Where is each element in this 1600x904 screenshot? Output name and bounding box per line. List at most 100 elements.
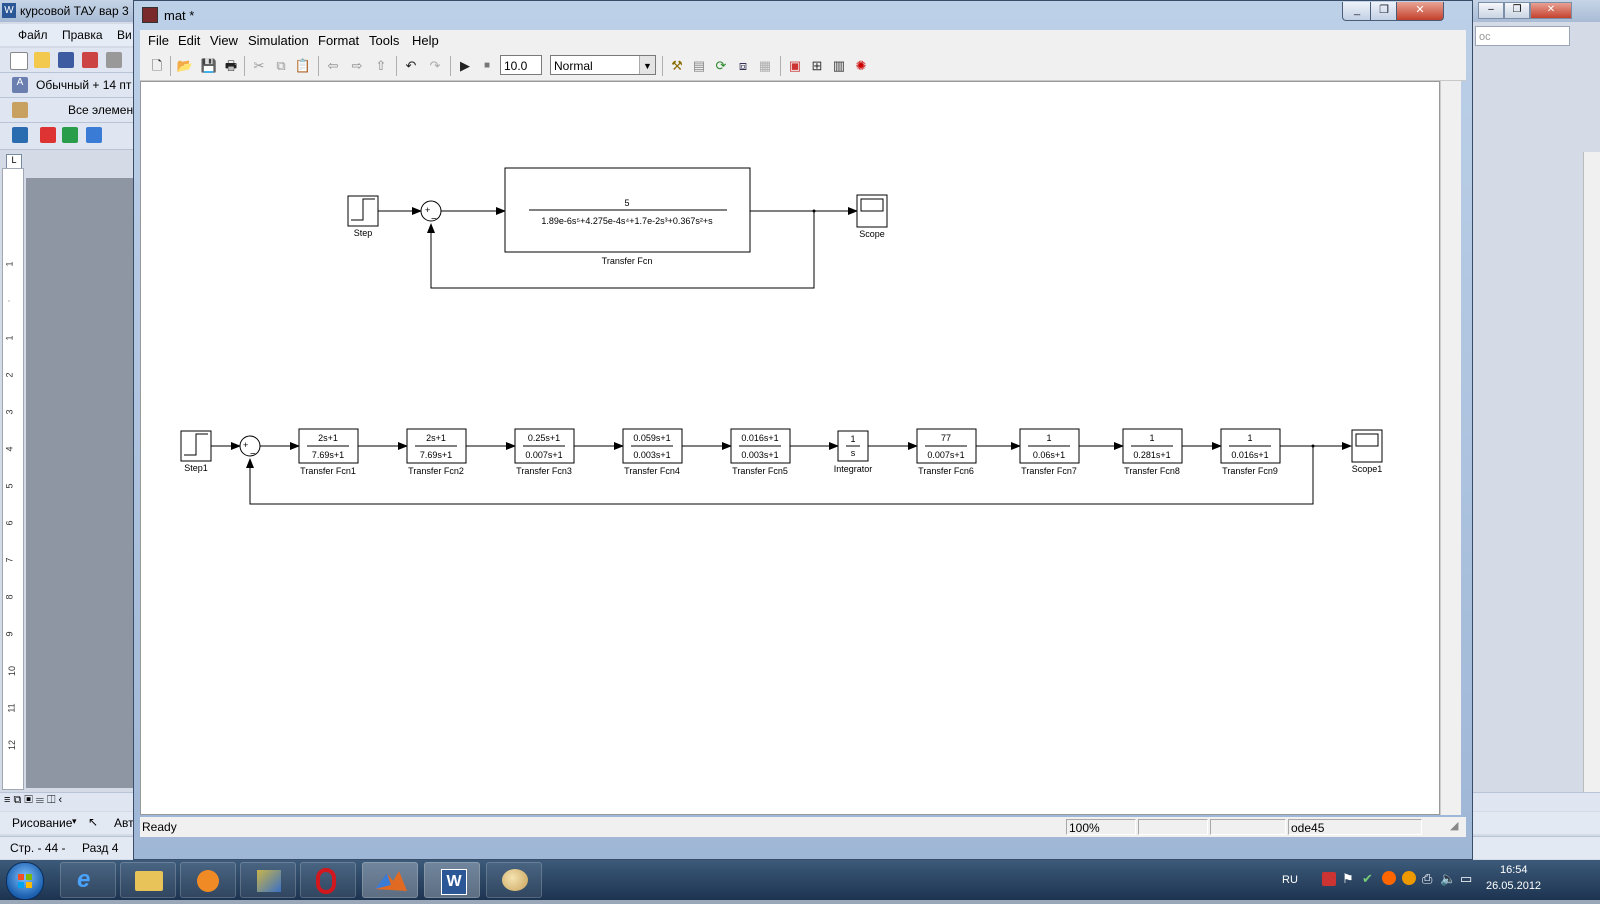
- draw-dropdown-icon[interactable]: ▾: [72, 816, 77, 826]
- start-simulation-icon[interactable]: ▶: [460, 58, 470, 73]
- maximize-button[interactable]: ❐: [1370, 2, 1398, 21]
- network-icon[interactable]: ▭: [1460, 871, 1473, 886]
- sum1-block[interactable]: + −: [239, 435, 261, 460]
- block-diagram[interactable]: Step + − 5 1.89e-6s⁵+4.275e-4s⁴+1.7e-2s³…: [141, 82, 1439, 814]
- flag-icon[interactable]: ⚑: [1342, 871, 1354, 886]
- word-close-button[interactable]: ✕: [1530, 2, 1572, 19]
- close-button[interactable]: ✕: [1396, 2, 1444, 21]
- transfer-fcn9-block[interactable]: 1 0.016s+1 Transfer Fcn9: [1220, 428, 1281, 476]
- transfer-fcn3-block[interactable]: 0.25s+1 0.007s+1 Transfer Fcn3: [514, 428, 575, 476]
- back-icon[interactable]: ⇦: [327, 58, 339, 73]
- transfer-fcn7-block[interactable]: 1 0.06s+1 Transfer Fcn7: [1019, 428, 1080, 476]
- stop-time-input[interactable]: 10.0: [500, 55, 542, 75]
- minimize-button[interactable]: _: [1342, 2, 1372, 21]
- scope-block[interactable]: Scope: [856, 194, 888, 239]
- print-icon[interactable]: [106, 52, 122, 68]
- forward-icon[interactable]: ⇨: [351, 58, 363, 73]
- word-vertical-scrollbar[interactable]: [1583, 152, 1600, 802]
- taskbar-word[interactable]: W: [424, 862, 480, 898]
- draw-menu[interactable]: Рисование: [12, 816, 73, 830]
- taskbar-paint[interactable]: [486, 862, 542, 898]
- language-indicator[interactable]: RU: [1282, 874, 1298, 886]
- menu-tools[interactable]: Tools: [369, 33, 400, 48]
- transfer-fcn8-block[interactable]: 1 0.281s+1 Transfer Fcn8: [1122, 428, 1183, 476]
- view-buttons-icon[interactable]: ≡ ⧉ ▣ ☰ ◫ ‹: [4, 794, 63, 806]
- library-browser-icon[interactable]: ▣: [788, 58, 802, 73]
- scope1-block[interactable]: Scope1: [1351, 429, 1383, 474]
- debug-icon[interactable]: ✺: [855, 58, 867, 73]
- cut-icon[interactable]: ✂: [253, 58, 265, 73]
- save-icon[interactable]: 💾: [200, 58, 218, 73]
- select-arrow-icon[interactable]: ↖: [88, 815, 99, 829]
- styles-icon[interactable]: A: [12, 77, 28, 93]
- word-menu-file[interactable]: Файл: [18, 28, 48, 42]
- tray-app-icon[interactable]: [1322, 872, 1336, 886]
- start-button[interactable]: [6, 862, 44, 900]
- convert-word-icon[interactable]: [12, 127, 28, 143]
- redo-icon[interactable]: ↷: [429, 58, 441, 73]
- elements-label[interactable]: Все элемен: [68, 103, 134, 117]
- security-icon[interactable]: ✔: [1362, 871, 1373, 886]
- undo-icon[interactable]: ↶: [405, 58, 417, 73]
- model-canvas[interactable]: Step + − 5 1.89e-6s⁵+4.275e-4s⁴+1.7e-2s³…: [140, 81, 1440, 815]
- stop-simulation-icon[interactable]: ■: [483, 60, 491, 71]
- taskbar-matlab[interactable]: [362, 862, 418, 898]
- taskbar-app-4[interactable]: [240, 862, 296, 898]
- word-restore-button[interactable]: ❐: [1504, 2, 1530, 19]
- tiff-icon[interactable]: [86, 127, 102, 143]
- step1-block[interactable]: Step1: [180, 430, 212, 473]
- canvas-vertical-scrollbar[interactable]: [1440, 81, 1461, 815]
- refresh-icon[interactable]: ⟳: [715, 58, 727, 73]
- up-icon[interactable]: ⇧: [375, 58, 387, 73]
- word-minimize-button[interactable]: –: [1478, 2, 1504, 19]
- menu-simulation[interactable]: Simulation: [248, 33, 309, 48]
- integrator-block[interactable]: 1 s Integrator: [834, 430, 873, 474]
- build-icon[interactable]: ⚒: [671, 58, 683, 73]
- word-right-search[interactable]: ос: [1475, 26, 1570, 46]
- menu-help[interactable]: Help: [412, 33, 439, 48]
- pdf-icon[interactable]: [40, 127, 56, 143]
- new-model-icon[interactable]: 🗋: [151, 58, 163, 73]
- new-doc-icon[interactable]: [10, 52, 28, 70]
- menu-file[interactable]: File: [148, 33, 169, 48]
- style-box[interactable]: Обычный + 14 пт: [36, 78, 132, 92]
- autoshapes-menu[interactable]: Авт: [114, 816, 134, 830]
- feedback-line[interactable]: [246, 446, 1314, 505]
- taskbar-media-player[interactable]: [180, 862, 236, 898]
- transfer-fcn2-block[interactable]: 2s+1 7.69s+1 Transfer Fcn2: [406, 428, 467, 476]
- open-icon[interactable]: 📂: [176, 58, 194, 73]
- permission-icon[interactable]: [82, 52, 98, 68]
- transfer-fcn5-block[interactable]: 0.016s+1 0.003s+1 Transfer Fcn5: [730, 428, 791, 476]
- menu-format[interactable]: Format: [318, 33, 360, 48]
- transfer-fcn6-block[interactable]: 77 0.007s+1 Transfer Fcn6: [916, 428, 977, 476]
- save-icon[interactable]: [58, 52, 74, 68]
- clock-time[interactable]: 16:54: [1500, 864, 1528, 876]
- incremental-build-icon[interactable]: ▤: [692, 58, 706, 73]
- clock-date[interactable]: 26.05.2012: [1486, 880, 1542, 892]
- taskbar-opera[interactable]: [300, 862, 356, 898]
- word-menu-view[interactable]: Ви: [117, 28, 132, 42]
- volume-icon[interactable]: 🔈: [1440, 871, 1457, 886]
- feedback-line[interactable]: [427, 211, 815, 289]
- simulation-mode-select[interactable]: Normal ▼: [550, 55, 656, 75]
- disabled-tool-icon[interactable]: ▦: [758, 58, 772, 73]
- update-diagram-icon[interactable]: ⧈: [738, 58, 748, 73]
- taskbar-ie[interactable]: e: [60, 862, 116, 898]
- step-block[interactable]: Step: [347, 195, 379, 238]
- resize-grip-icon[interactable]: ◢: [1450, 820, 1459, 832]
- paste-icon[interactable]: 📋: [294, 58, 312, 73]
- chevron-down-icon[interactable]: ▼: [639, 56, 655, 74]
- transfer-fcn-block[interactable]: 5 1.89e-6s⁵+4.275e-4s⁴+1.7e-2s³+0.367s²+…: [504, 167, 751, 266]
- jpg-icon[interactable]: [62, 127, 78, 143]
- transfer-fcn4-block[interactable]: 0.059s+1 0.003s+1 Transfer Fcn4: [622, 428, 683, 476]
- device-icon[interactable]: ⎙: [1422, 871, 1433, 886]
- menu-view[interactable]: View: [210, 33, 238, 48]
- print-icon[interactable]: 🖶: [224, 58, 238, 73]
- transfer-fcn1-block[interactable]: 2s+1 7.69s+1 Transfer Fcn1: [298, 428, 359, 476]
- model-browser-icon[interactable]: ▥: [832, 58, 846, 73]
- word-menu-edit[interactable]: Правка: [62, 28, 103, 42]
- menu-edit[interactable]: Edit: [178, 33, 201, 48]
- copy-icon[interactable]: ⧉: [276, 58, 286, 73]
- model-explorer-icon[interactable]: ⊞: [811, 58, 823, 73]
- taskbar-explorer[interactable]: [120, 862, 176, 898]
